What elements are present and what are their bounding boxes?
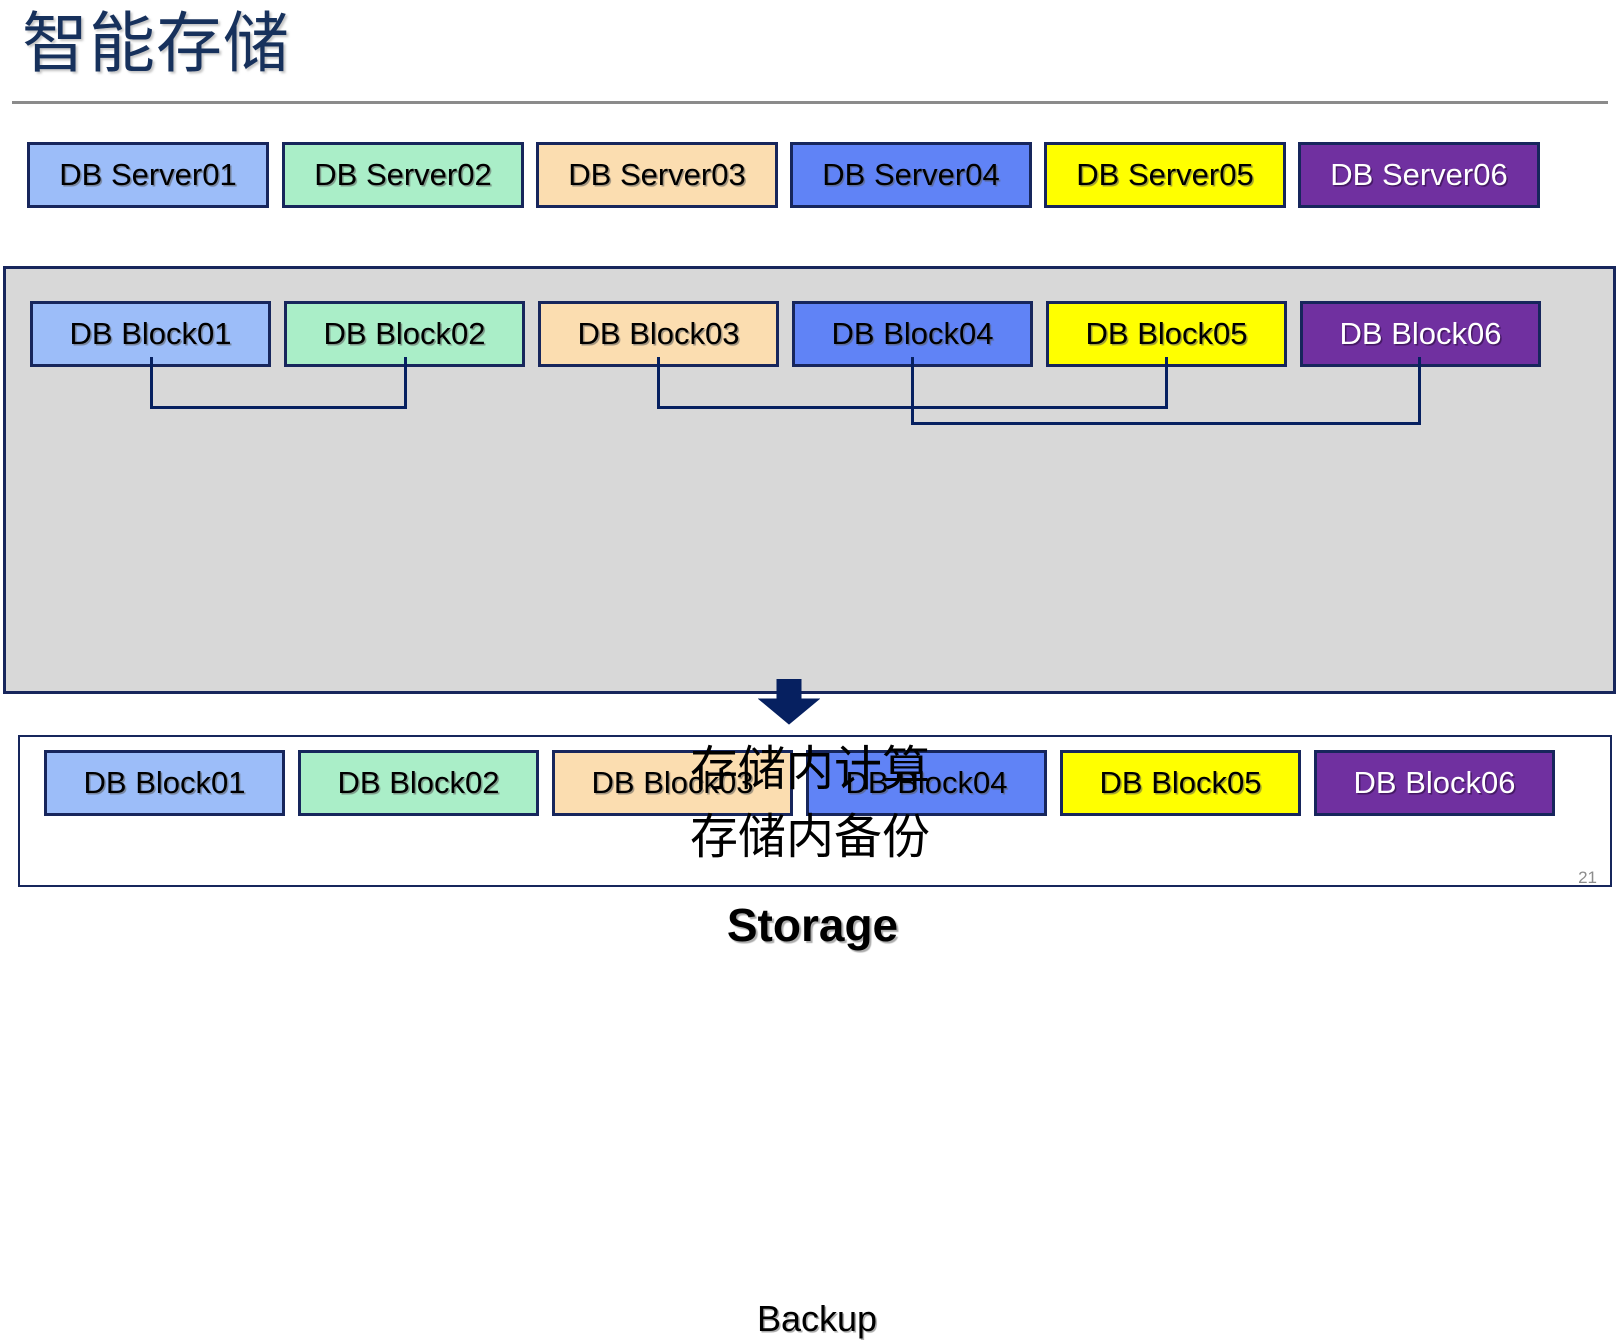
db-block-primary-box-6[interactable]: DB Block06 <box>1300 301 1541 367</box>
db-block-backup-box-5[interactable]: DB Block05 <box>1060 750 1301 816</box>
connector-block03-vertical <box>657 357 660 409</box>
db-server-box-label: DB Server01 <box>59 157 237 192</box>
connector-block01-vertical <box>150 357 153 409</box>
db-server-box-6[interactable]: DB Server06 <box>1298 142 1540 208</box>
db-block-backup-box-label: DB Block04 <box>845 765 1008 800</box>
connector-block05-vertical <box>1165 357 1168 409</box>
db-block-primary-box-4[interactable]: DB Block04 <box>792 301 1033 367</box>
connector-bridge-01-02 <box>150 406 407 409</box>
db-block-backup-box-1[interactable]: DB Block01 <box>44 750 285 816</box>
db-block-backup-box-label: DB Block01 <box>83 765 246 800</box>
db-server-box-5[interactable]: DB Server05 <box>1044 142 1286 208</box>
caption-block: 存储内计算 存储内备份 <box>0 736 1620 872</box>
db-server-box-label: DB Server04 <box>822 157 1000 192</box>
db-server-box-label: DB Server05 <box>1076 157 1254 192</box>
db-server-box-1[interactable]: DB Server01 <box>27 142 269 208</box>
db-block-primary-box-label: DB Block01 <box>69 316 232 351</box>
db-server-box-3[interactable]: DB Server03 <box>536 142 778 208</box>
db-block-primary-box-label: DB Block05 <box>1085 316 1248 351</box>
title-divider <box>12 101 1608 104</box>
db-block-primary-box-1[interactable]: DB Block01 <box>30 301 271 367</box>
db-server-box-label: DB Server03 <box>568 157 746 192</box>
db-block-backup-box-2[interactable]: DB Block02 <box>298 750 539 816</box>
caption-line-2: 存储内备份 <box>689 811 930 865</box>
db-block-primary-box-label: DB Block04 <box>831 316 994 351</box>
db-block-primary-box-label: DB Block03 <box>577 316 740 351</box>
db-block-backup-box-4[interactable]: DB Block04 <box>806 750 1047 816</box>
storage-label: Storage <box>726 899 899 951</box>
db-block-primary-box-3[interactable]: DB Block03 <box>538 301 779 367</box>
connector-block04-vertical <box>911 357 914 425</box>
db-block-backup-box-6[interactable]: DB Block06 <box>1314 750 1555 816</box>
backup-label: Backup <box>756 1298 878 1339</box>
page-title: 智能存储 <box>22 6 290 80</box>
storage-container: DB Block01 DB Block02 DB Block03 DB Block04… <box>3 266 1616 1339</box>
db-server-box-4[interactable]: DB Server04 <box>790 142 1032 208</box>
down-arrow-icon <box>758 679 820 725</box>
db-block-backup-box-3[interactable]: DB Block03 <box>552 750 793 816</box>
connector-bridge-04-06 <box>911 422 1421 425</box>
backup-box: DB Block01 DB Block02 DB Block03 DB Block04… <box>18 735 1612 1339</box>
db-block-primary-box-label: DB Block06 <box>1339 316 1502 351</box>
db-block-backup-box-label: DB Block05 <box>1099 765 1262 800</box>
page-number: 21 <box>1578 868 1597 887</box>
db-block-primary-box-label: DB Block02 <box>323 316 486 351</box>
db-server-box-label: DB Server06 <box>1330 157 1508 192</box>
db-block-backup-box-label: DB Block02 <box>337 765 500 800</box>
db-block-primary-box-2[interactable]: DB Block02 <box>284 301 525 367</box>
db-block-backup-box-label: DB Block03 <box>591 765 754 800</box>
connector-block02-vertical <box>404 357 407 409</box>
db-server-box-2[interactable]: DB Server02 <box>282 142 524 208</box>
db-server-box-label: DB Server02 <box>314 157 492 192</box>
connector-block06-vertical <box>1418 357 1421 425</box>
db-block-backup-box-label: DB Block06 <box>1353 765 1516 800</box>
caption-line-1: 存储内计算 <box>689 743 930 796</box>
